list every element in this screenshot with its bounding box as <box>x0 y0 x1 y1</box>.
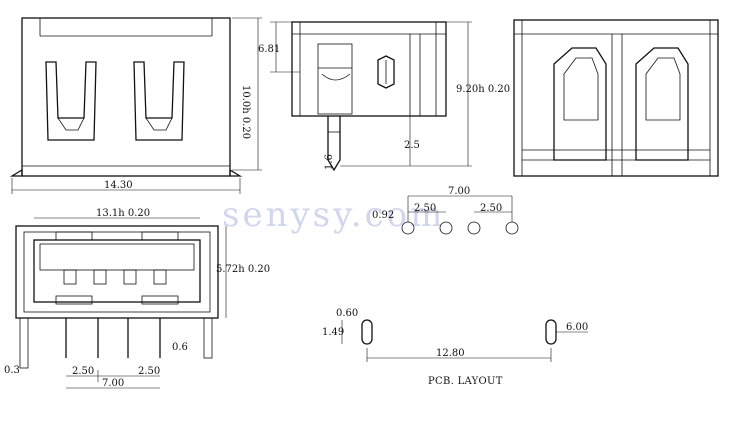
top-view: 14.30 10.0h 0.20 <box>9 17 262 194</box>
dim-front-offset: 0.3 <box>4 365 20 376</box>
dim-front-span: 7.00 <box>102 378 124 389</box>
dim-side-pin-len: 2.5 <box>404 140 420 151</box>
dim-top-width: 14.30 <box>104 180 133 191</box>
front-view <box>513 19 719 177</box>
dim-front-width: 13.1h 0.20 <box>96 208 150 219</box>
dim-pcb-pitch-right: 2.50 <box>480 203 502 214</box>
dim-side-height-total: 9.20h 0.20 <box>456 84 510 95</box>
dim-pcb-hole: 0.92 <box>372 210 394 221</box>
pcb-slot-right <box>545 319 557 345</box>
receptacle-front-view: 13.1h 0.20 5.72h 0.20 0.6 0.3 2.50 2.50 … <box>4 208 270 389</box>
pcb-layout: 7.00 2.50 2.50 0.92 0.60 1.49 12.80 6.00… <box>322 186 588 387</box>
dim-top-height: 10.0h 0.20 <box>240 85 251 139</box>
pcb-hole-2 <box>439 221 453 235</box>
dim-pcb-span: 7.00 <box>448 186 470 197</box>
pcb-hole-3 <box>467 221 481 235</box>
watermark: senysy.com <box>222 195 445 235</box>
dim-front-pitch-right: 2.50 <box>138 366 160 377</box>
pcb-slot-left <box>361 319 373 345</box>
dim-pcb-pitch-left: 2.50 <box>414 203 436 214</box>
pcb-caption: PCB. LAYOUT <box>428 376 503 387</box>
dim-pcb-slot-dist: 12.80 <box>436 348 465 359</box>
dim-front-pitch-left: 2.50 <box>72 366 94 377</box>
dim-side-pin-w: 1.6 <box>324 154 335 170</box>
dim-pcb-right: 6.00 <box>566 322 588 333</box>
dim-front-pin-w: 0.6 <box>172 342 188 353</box>
side-view: 6.81 9.20h 0.20 2.5 1.6 <box>258 21 510 172</box>
dim-pcb-slot-h: 1.49 <box>322 327 344 338</box>
dim-front-height: 5.72h 0.20 <box>216 264 270 275</box>
dim-pcb-slot-w: 0.60 <box>336 308 358 319</box>
dim-side-height-top: 6.81 <box>258 44 280 55</box>
pcb-hole-4 <box>505 221 519 235</box>
